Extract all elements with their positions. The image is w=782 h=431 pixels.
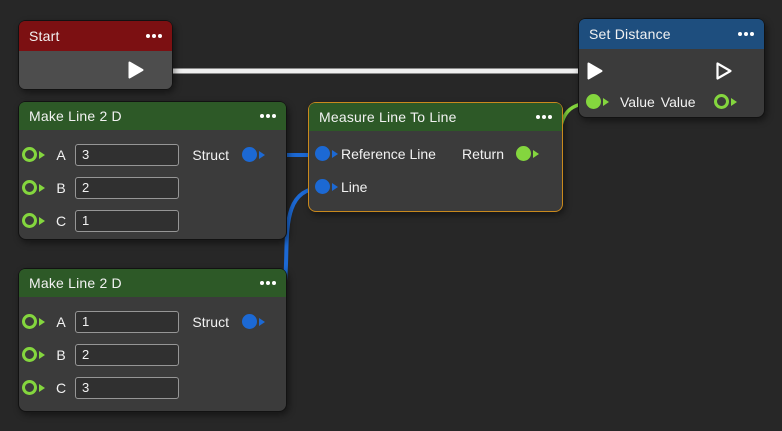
- input-field-a[interactable]: [75, 143, 179, 166]
- input-field-b[interactable]: [75, 176, 179, 199]
- input-field-c[interactable]: [75, 376, 179, 399]
- struct-output: Struct: [192, 138, 265, 171]
- input-pin-a[interactable]: [22, 314, 45, 329]
- menu-icon[interactable]: [738, 28, 754, 40]
- reference-line-label: Reference Line: [341, 145, 436, 162]
- input-pin-b[interactable]: [22, 180, 45, 195]
- input-pin-c[interactable]: [22, 213, 45, 228]
- line-input-pin[interactable]: [315, 179, 338, 194]
- menu-icon[interactable]: [536, 111, 552, 123]
- node-start-header[interactable]: Start: [19, 21, 172, 51]
- input-row-b: B: [19, 338, 286, 371]
- node-title: Start: [29, 28, 60, 44]
- reference-line-row: Reference Line Return: [309, 137, 562, 170]
- struct-output-pin[interactable]: [242, 147, 265, 162]
- node-make-line-bottom-header[interactable]: Make Line 2 D: [19, 269, 286, 297]
- line-row: Line: [309, 170, 562, 203]
- node-measure-line-to-line[interactable]: Measure Line To Line Reference Line Retu…: [308, 102, 563, 212]
- reference-line-input-pin[interactable]: [315, 146, 338, 161]
- play-outline-icon: [716, 61, 732, 80]
- play-icon: [128, 61, 144, 79]
- menu-icon[interactable]: [260, 277, 276, 289]
- node-measure-header[interactable]: Measure Line To Line: [309, 103, 562, 131]
- value-input-label: Value: [620, 93, 655, 110]
- struct-label: Struct: [192, 146, 229, 163]
- input-pin-c[interactable]: [22, 380, 45, 395]
- input-field-a[interactable]: [75, 310, 179, 333]
- input-row-a: A Struct: [19, 138, 286, 171]
- input-row-c: C: [19, 204, 286, 237]
- menu-icon[interactable]: [146, 30, 162, 42]
- node-make-line-bottom-body: A Struct B C: [19, 297, 286, 404]
- input-row-b: B: [19, 171, 286, 204]
- value-row: Value Value: [579, 86, 764, 117]
- input-label-a: A: [56, 146, 66, 163]
- input-row-c: C: [19, 371, 286, 404]
- node-title: Measure Line To Line: [319, 109, 457, 125]
- node-make-line-top-header[interactable]: Make Line 2 D: [19, 102, 286, 130]
- play-icon: [587, 62, 603, 79]
- node-start[interactable]: Start: [18, 20, 173, 90]
- node-make-line-2d-top[interactable]: Make Line 2 D A Struct B C: [18, 101, 287, 240]
- value-output-pin[interactable]: [713, 94, 737, 109]
- node-set-distance-body: Value Value: [579, 49, 764, 117]
- struct-output-pin[interactable]: [242, 314, 265, 329]
- node-title: Make Line 2 D: [29, 108, 122, 124]
- input-field-c[interactable]: [75, 209, 179, 232]
- node-make-line-top-body: A Struct B C: [19, 130, 286, 237]
- value-output-label: Value: [660, 93, 696, 110]
- line-label: Line: [341, 178, 368, 195]
- return-output-pin[interactable]: [516, 146, 539, 161]
- struct-output: Struct: [192, 305, 265, 338]
- exec-output-pin[interactable]: [715, 61, 733, 81]
- node-title: Make Line 2 D: [29, 275, 122, 291]
- node-title: Set Distance: [589, 26, 671, 42]
- value-input-pin[interactable]: [586, 94, 609, 109]
- exec-input-pin[interactable]: [586, 61, 604, 81]
- node-measure-body: Reference Line Return Line: [309, 131, 562, 203]
- input-pin-b[interactable]: [22, 347, 45, 362]
- node-make-line-2d-bottom[interactable]: Make Line 2 D A Struct B C: [18, 268, 287, 412]
- input-field-b[interactable]: [75, 343, 179, 366]
- input-label-c: C: [55, 379, 67, 396]
- input-label-b: B: [56, 179, 66, 196]
- exec-row: [579, 55, 764, 86]
- input-pin-a[interactable]: [22, 147, 45, 162]
- node-start-body: [19, 51, 172, 89]
- input-label-a: A: [56, 313, 66, 330]
- menu-icon[interactable]: [260, 110, 276, 122]
- return-label: Return: [461, 145, 504, 162]
- input-row-a: A Struct: [19, 305, 286, 338]
- node-set-distance[interactable]: Set Distance Value Value: [578, 18, 765, 118]
- exec-output-pin[interactable]: [127, 60, 145, 80]
- input-label-b: B: [56, 346, 66, 363]
- node-set-distance-header[interactable]: Set Distance: [579, 19, 764, 49]
- struct-label: Struct: [192, 313, 229, 330]
- input-label-c: C: [55, 212, 67, 229]
